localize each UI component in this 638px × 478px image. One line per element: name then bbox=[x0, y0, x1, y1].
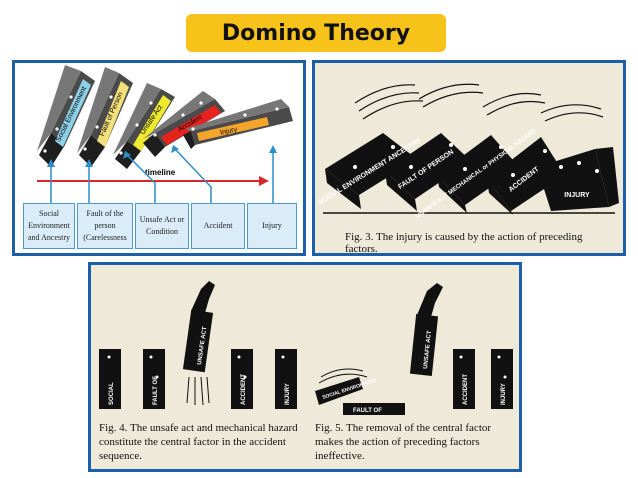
colored-domino-diagram: Social Environment Fault of Person Unsaf… bbox=[12, 60, 306, 256]
fig5-label-fault: FAULT OF bbox=[353, 408, 382, 414]
fig4-domino-accident bbox=[231, 349, 253, 409]
domino-accident: Accident bbox=[143, 91, 225, 157]
fig5-caption: Fig. 5. The removal of the central facto… bbox=[315, 422, 492, 462]
domino-label-injury: Injury bbox=[220, 126, 239, 137]
fig5-label-accident: ACCIDENT bbox=[463, 374, 469, 405]
hand-icon-2 bbox=[417, 283, 443, 317]
fig4-label-injury: INJURY bbox=[285, 383, 291, 405]
domino-social-environment: Social Environment bbox=[37, 65, 95, 167]
connector-arrows bbox=[50, 148, 274, 203]
domino-injury: Injury bbox=[183, 99, 293, 149]
fig4-domino-social bbox=[99, 349, 121, 409]
fig5-label-unsafe: UNSAFE ACT bbox=[423, 330, 433, 369]
colored-domino-illustration: Social Environment Fault of Person Unsaf… bbox=[37, 65, 293, 203]
fig4-label-unsafe: UNSAFE ACT bbox=[197, 326, 208, 365]
fig4-label-fault: FAULT OF bbox=[153, 376, 159, 405]
fig3-label-injury: INJURY bbox=[564, 192, 590, 199]
motion-lines bbox=[323, 83, 615, 214]
box-social-environment: Social Environment and Ancestry bbox=[23, 203, 75, 249]
box-unsafe-act: Unsafe Act or Condition bbox=[135, 203, 189, 249]
fall-lines bbox=[186, 368, 368, 406]
box-accident: Accident bbox=[191, 203, 245, 249]
fig5-domino-social bbox=[315, 377, 363, 405]
timeline-label: timeline bbox=[145, 168, 176, 177]
fig4-fig5-illustration: SOCIAL FAULT OF UNSAFE ACT ACCIDENT INJU… bbox=[88, 262, 522, 472]
fig4-domino-unsafe-act bbox=[182, 309, 214, 373]
fig3-dominoes: SOCIAL ENVIRONMENT ANCESTRY FAULT OF PER… bbox=[318, 83, 619, 220]
fig5-domino-fault bbox=[343, 403, 405, 415]
fig4-caption: Fig. 4. The unsafe act and mechanical ha… bbox=[99, 422, 298, 462]
fig5-domino-unsafe-act bbox=[409, 314, 439, 376]
fig3-domino-illustration: SOCIAL ENVIRONMENT ANCESTRY FAULT OF PER… bbox=[312, 60, 626, 256]
box-fault-of-person: Fault of the person (Carelessness bbox=[77, 203, 133, 249]
hand-icon bbox=[191, 281, 215, 313]
fig4-label-accident: ACCIDENT bbox=[241, 374, 247, 405]
fig4-fig5-dominoes: SOCIAL FAULT OF UNSAFE ACT ACCIDENT INJU… bbox=[99, 281, 513, 415]
fig4-domino-injury bbox=[275, 349, 297, 409]
fig3-caption: Fig. 3. The injury is caused by the acti… bbox=[345, 231, 583, 255]
fig5-label-injury: INJURY bbox=[501, 383, 507, 405]
box-injury: Injury bbox=[247, 203, 297, 249]
fig4-label-social: SOCIAL bbox=[109, 382, 115, 405]
page-title: Domino Theory bbox=[186, 14, 446, 52]
fig4-domino-fault bbox=[143, 349, 165, 409]
fig5-domino-accident bbox=[453, 349, 475, 409]
fig5-domino-injury bbox=[491, 349, 513, 409]
domino-unsafe-act: Unsafe Act bbox=[113, 83, 175, 169]
